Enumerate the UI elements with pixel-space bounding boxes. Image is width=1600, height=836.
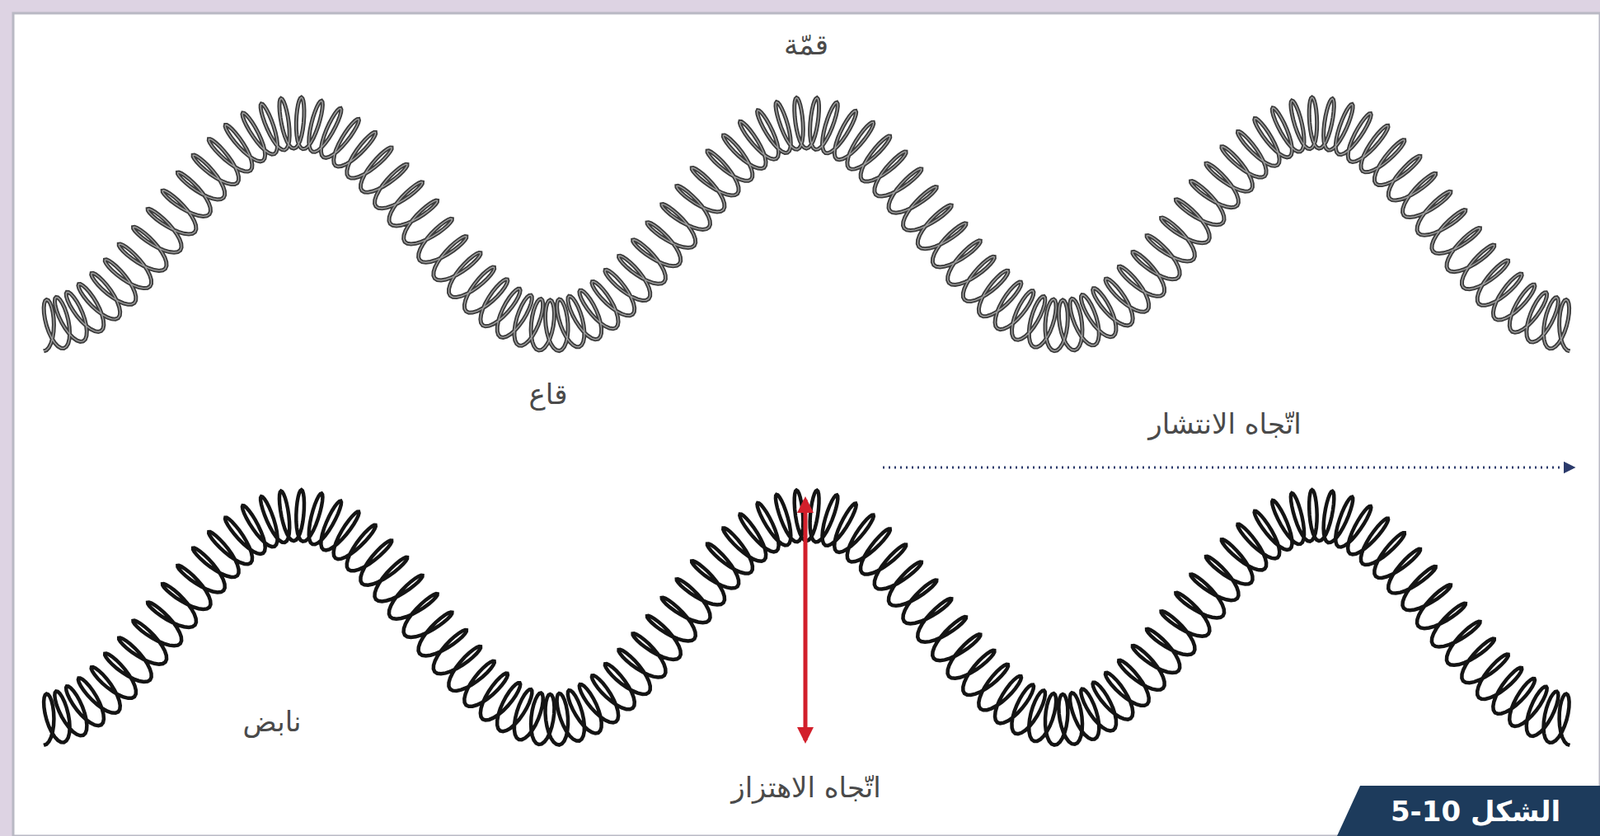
trough-label: قاع (529, 377, 568, 412)
vibration-label: اتّجاه الاهتزاز (731, 770, 882, 805)
figure-caption: الشكل 10-5 (1390, 794, 1561, 829)
vibration-arrow (803, 499, 808, 741)
caption-tab (1337, 785, 1600, 836)
springs (43, 97, 1570, 746)
spring-label: نابض (243, 704, 302, 739)
panel (13, 13, 1600, 836)
spring-coil (43, 97, 1570, 352)
crest-label: قمّة (783, 28, 829, 62)
spring-coil (43, 489, 1570, 746)
spring-highlight (43, 97, 1570, 352)
propagation-label: اتّجاه الانتشار (1148, 407, 1302, 442)
propagation-arrow (882, 466, 1575, 470)
